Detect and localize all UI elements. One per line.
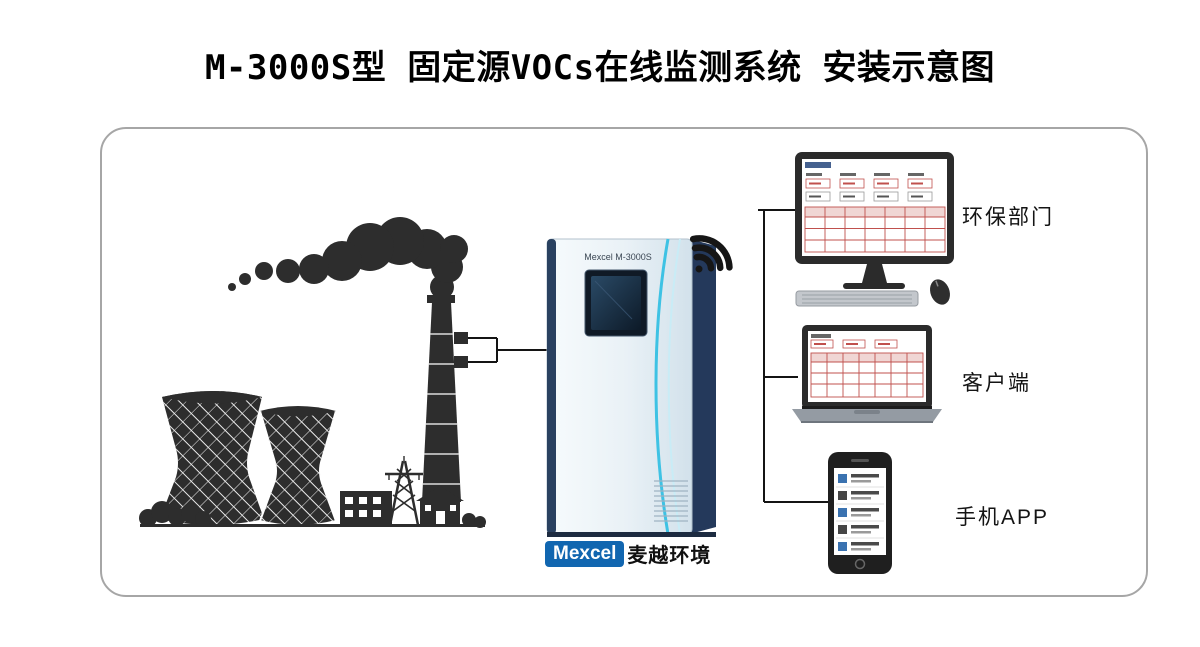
mouse [930, 279, 950, 305]
brand-logo-text: 麦越环境 [627, 545, 712, 567]
monitoring-cabinet: Mexcel M-3000S [546, 238, 716, 537]
ground-line [140, 524, 485, 527]
diagram-canvas: Mexcel M-3000S [139, 152, 954, 574]
chimney [422, 295, 461, 502]
smoke-cloud [228, 217, 468, 299]
factory-buildings [340, 486, 464, 525]
transmission-tower-icon [385, 456, 423, 526]
label-client: 客户端 [962, 372, 1031, 395]
page-title: M-3000S型 固定源VOCs在线监测系统 安装示意图 [204, 48, 996, 88]
laptop-screen-content [810, 334, 924, 398]
factory-illustration [139, 217, 486, 528]
desktop-computer [795, 152, 954, 307]
shrubs [139, 501, 486, 528]
network-lines [758, 209, 828, 503]
smartphone [828, 452, 892, 574]
laptop [792, 325, 942, 423]
label-mobile-app: 手机APP [955, 506, 1050, 529]
cabinet-brand-text: Mexcel M-3000S [584, 252, 652, 262]
monitor-stand [862, 264, 887, 283]
brand-logo-badge: Mexcel [545, 540, 625, 567]
label-environmental-department: 环保部门 [962, 206, 1054, 229]
cabinet-vents [654, 480, 688, 522]
sampling-line-connectors [454, 332, 547, 368]
brand-logo: Mexcel 麦越环境 [545, 539, 711, 568]
keyboard [795, 290, 919, 307]
diagram-frame: Mexcel M-3000S [100, 127, 1148, 597]
wifi-icon [689, 235, 733, 273]
monitor-screen-content [804, 162, 946, 253]
phone-app-list [836, 474, 884, 551]
